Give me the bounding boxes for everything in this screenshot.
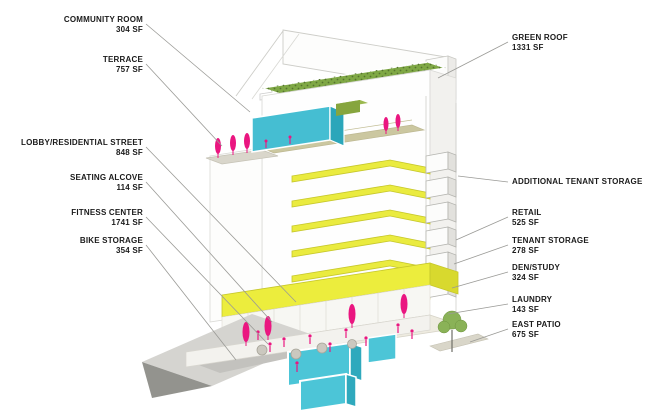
label-tenant-storage: TENANT STORAGE 278 SF [512,236,589,255]
east-patio-shape [429,310,489,352]
retail-window [367,333,397,364]
label-retail: RETAIL 525 SF [512,208,542,227]
label-additional-tenant-storage: ADDITIONAL TENANT STORAGE [512,177,643,186]
terrace-planter-box [336,100,368,116]
ground-tables [256,339,357,360]
label-terrace: TERRACE 757 SF [102,55,143,74]
label-community-room: COMMUNITY ROOM 304 SF [63,15,143,34]
label-bike-storage: BIKE STORAGE 354 SF [79,236,143,255]
leader-lines [145,23,509,361]
ground-people [256,323,414,352]
lower-glass-box [299,372,357,413]
label-laundry: LAUNDRY 143 SF [512,295,553,314]
label-lobby-residential-street: LOBBY/RESIDENTIAL STREET 848 SF [21,138,143,157]
label-green-roof: GREEN ROOF 1331 SF [512,33,568,52]
lower-level [185,314,431,413]
label-seating-alcove: SEATING ALCOVE 114 SF [69,173,143,192]
terrace-trees [215,114,401,158]
label-fitness-center: FITNESS CENTER 1741 SF [71,208,143,227]
label-east-patio: EAST PATIO 675 SF [512,320,561,339]
ground-trees [242,294,408,346]
lobby-canopy [221,262,459,318]
green-tree [437,310,468,334]
label-den-study: DEN/STUDY 324 SF [512,263,561,282]
